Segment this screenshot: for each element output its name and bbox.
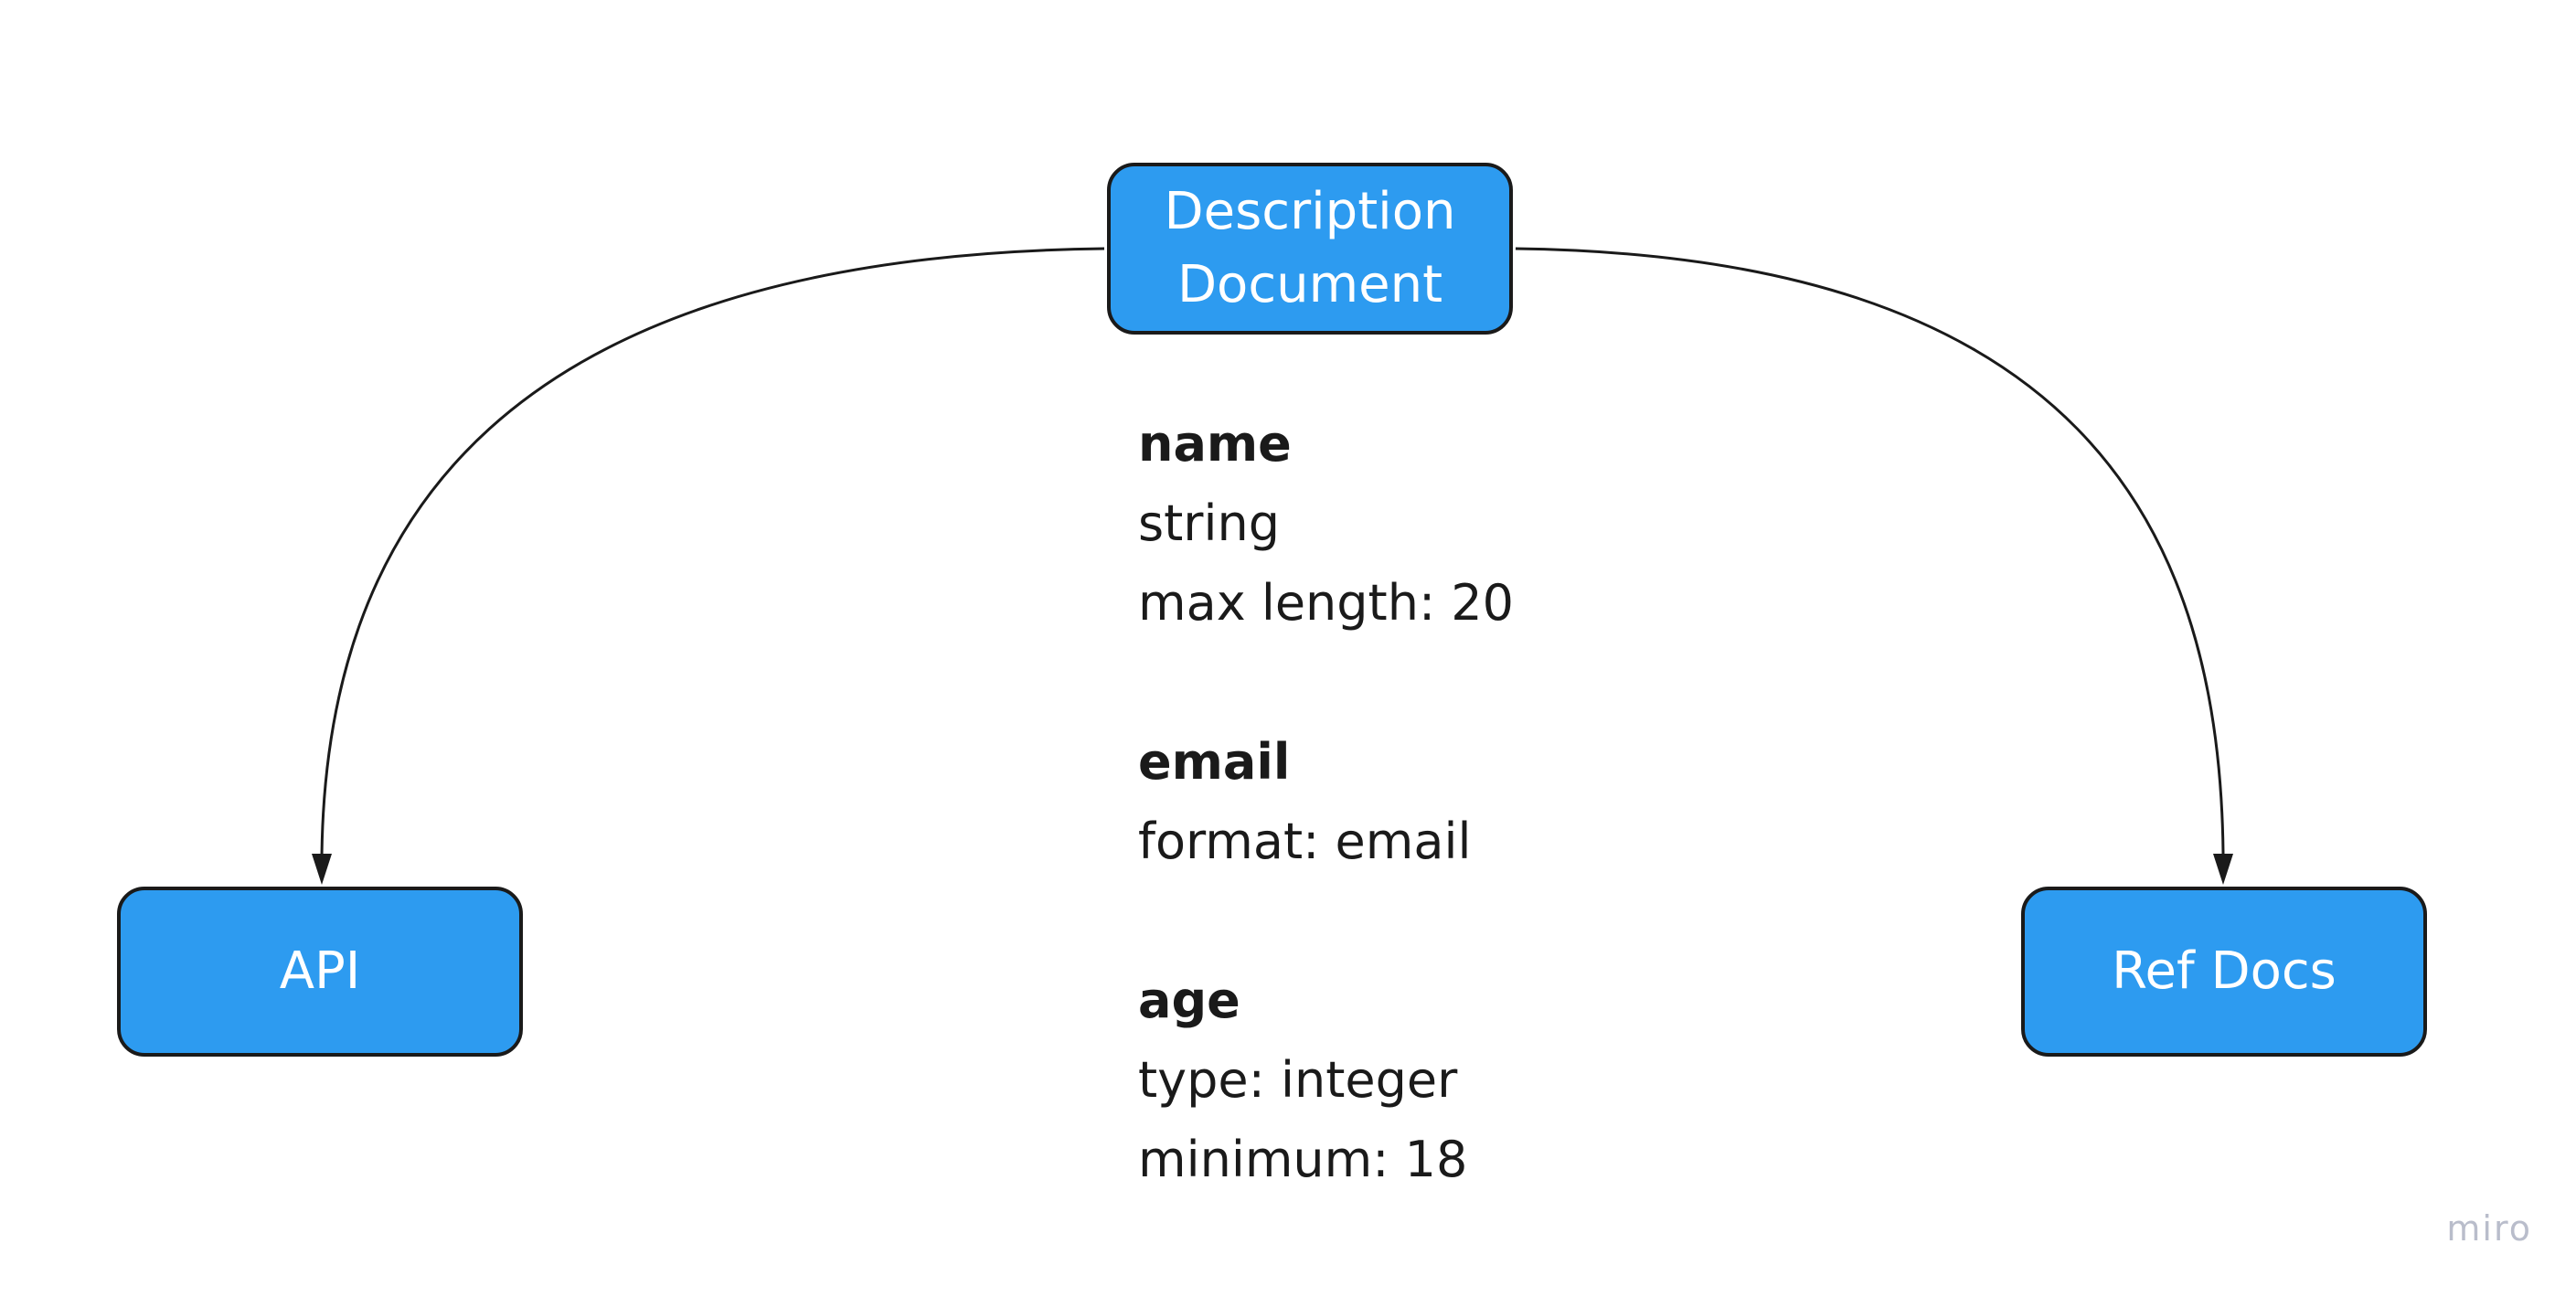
field-age-minimum: minimum: 18 xyxy=(1138,1131,1468,1188)
schema-field-name: name string max length: 20 xyxy=(1138,404,1514,643)
ref-docs-node[interactable]: Ref Docs xyxy=(2021,887,2427,1057)
description-document-node[interactable]: Description Document xyxy=(1107,163,1513,335)
ref-docs-label: Ref Docs xyxy=(2112,941,2336,1001)
connector-to-api xyxy=(320,247,1105,878)
miro-watermark: miro xyxy=(2446,1208,2532,1249)
schema-text-block: name string max length: 20 email format:… xyxy=(1138,404,1514,1199)
field-email-label: email xyxy=(1138,733,1291,791)
field-age-type: type: integer xyxy=(1138,1051,1458,1109)
api-node[interactable]: API xyxy=(117,887,523,1057)
arrowhead-ref-docs xyxy=(2213,854,2233,885)
field-name-label: name xyxy=(1138,415,1292,473)
field-name-max-length: max length: 20 xyxy=(1138,574,1515,632)
schema-field-age: age type: integer minimum: 18 xyxy=(1138,961,1514,1199)
schema-field-email: email format: email xyxy=(1138,722,1514,881)
api-label: API xyxy=(279,941,361,1001)
arrowhead-api xyxy=(312,854,332,885)
field-name-type: string xyxy=(1138,494,1281,552)
description-document-label-line1: Description xyxy=(1164,182,1456,241)
description-document-label-line2: Document xyxy=(1176,255,1443,314)
field-email-format: format: email xyxy=(1138,813,1472,870)
field-age-label: age xyxy=(1138,972,1240,1029)
connector-to-ref-docs xyxy=(1515,247,2225,878)
